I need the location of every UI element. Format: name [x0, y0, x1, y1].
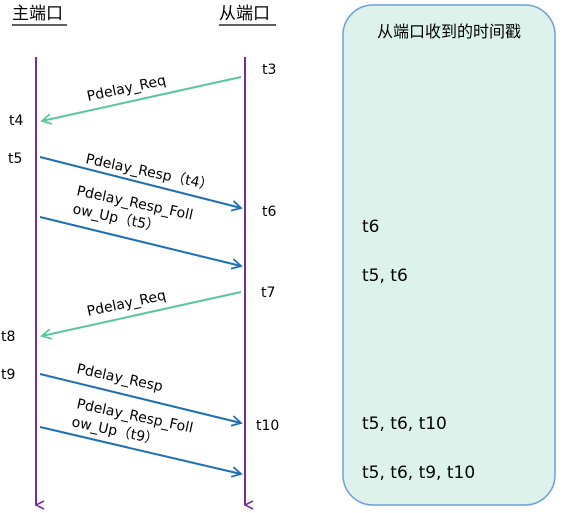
panel-row: t5, t6, t9, t10 — [362, 463, 475, 483]
panel-row: t5, t6, t10 — [362, 414, 447, 434]
pdelay-req-label-2: Pdelay_Req — [86, 288, 168, 320]
timestamp-t9: t9 — [1, 367, 15, 383]
timestamp-t3: t3 — [262, 62, 276, 78]
timestamp-t5: t5 — [8, 151, 22, 167]
timestamp-t8: t8 — [1, 329, 15, 345]
pdelay-resp-label-2: Pdelay_Resp — [75, 361, 164, 395]
pdelay-resp-arrow-2 — [39, 373, 243, 427]
pdelay-req-label-1: Pdelay_Req — [86, 73, 168, 105]
pdelay-resp-arrow-1 — [39, 156, 243, 212]
pdelay-follow-up-arrow-1 — [39, 216, 243, 270]
timestamp-t6: t6 — [262, 204, 276, 220]
pdelay-follow-up-arrow-2 — [39, 426, 243, 478]
pdelay-req-arrow-1 — [40, 76, 242, 125]
timestamp-t4: t4 — [9, 113, 23, 129]
panel-row: t6 — [362, 217, 379, 237]
timestamp-t7: t7 — [261, 285, 275, 301]
timestamp-t10: t10 — [256, 418, 279, 434]
pdelay-req-arrow-2 — [40, 291, 242, 340]
panel-row: t5, t6 — [362, 266, 408, 286]
slave-port-title: 从端口 — [219, 4, 270, 24]
panel-title: 从端口收到的时间戳 — [377, 22, 521, 41]
received-timestamps-panel — [342, 4, 556, 506]
master-port-title: 主端口 — [12, 4, 63, 24]
